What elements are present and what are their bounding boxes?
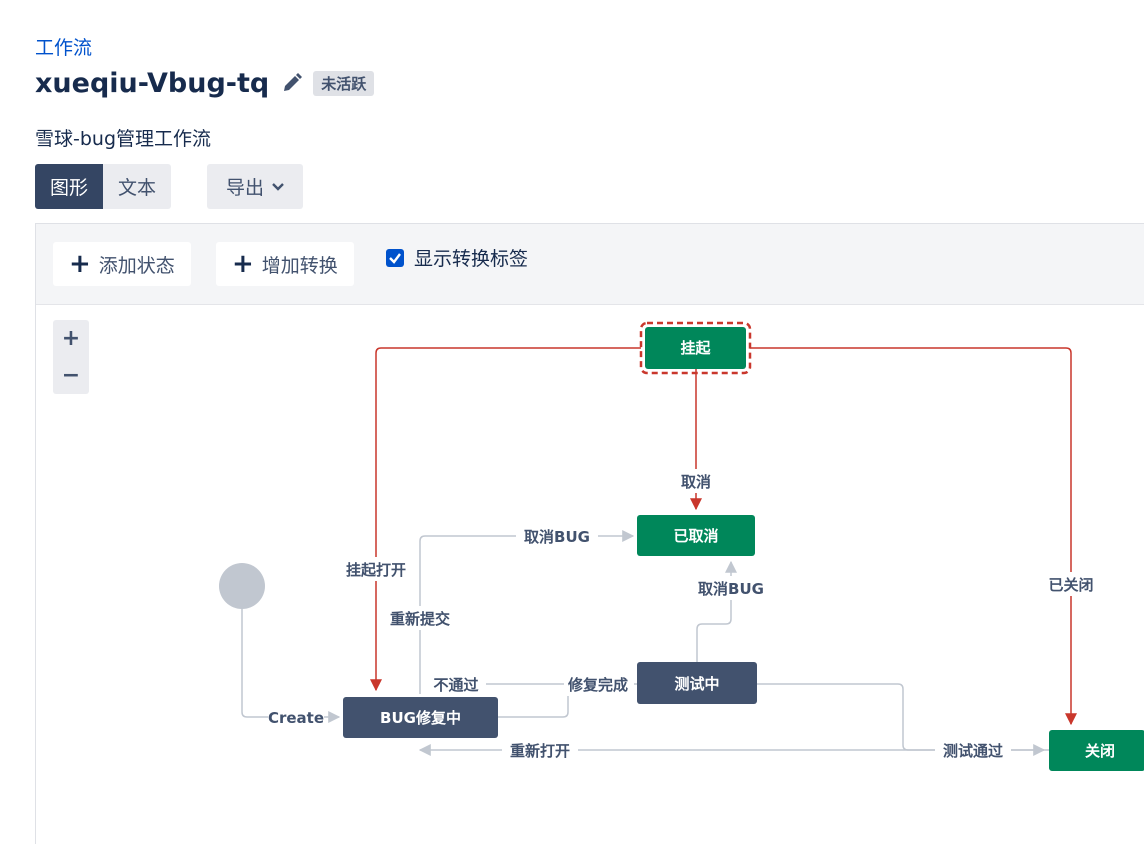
label-create[interactable]: Create	[268, 709, 324, 727]
pencil-icon[interactable]	[281, 72, 303, 94]
plus-icon: +	[69, 249, 91, 279]
node-cancelled-label: 已取消	[673, 527, 718, 545]
add-transition-button[interactable]: + 增加转换	[216, 242, 354, 286]
label-cancel-bug-2[interactable]: 取消BUG	[698, 580, 764, 598]
transition-testing-to-cancelled[interactable]	[696, 560, 737, 662]
label-test-passed[interactable]: 测试通过	[943, 742, 1003, 760]
add-status-button[interactable]: + 添加状态	[53, 242, 191, 286]
transition-resubmit-cancel[interactable]	[419, 530, 635, 694]
workflow-editor: + 添加状态 + 增加转换 显示转换标签 + −	[35, 223, 1144, 844]
label-cancel-bug-1[interactable]: 取消BUG	[524, 528, 590, 546]
start-node[interactable]	[219, 563, 265, 609]
node-testing-label: 测试中	[674, 675, 719, 693]
label-cancel[interactable]: 取消	[681, 473, 711, 491]
node-suspend-label: 挂起	[680, 339, 711, 357]
show-labels-toggle: 显示转换标签	[386, 244, 528, 271]
zoom-out-button[interactable]: −	[53, 357, 89, 394]
show-labels-checkbox[interactable]	[386, 248, 404, 267]
transition-suspend-to-closed[interactable]	[750, 347, 1077, 726]
title-row: xueqiu-Vbug-tq 未活跃	[35, 64, 375, 102]
node-closed[interactable]: 关闭	[1049, 730, 1144, 771]
status-badge: 未活跃	[313, 70, 375, 96]
node-closed-label: 关闭	[1085, 742, 1115, 760]
label-fix-done[interactable]: 修复完成	[567, 676, 628, 694]
label-resubmit[interactable]: 重新提交	[390, 610, 450, 628]
label-suspend-open[interactable]: 挂起打开	[346, 561, 406, 579]
transition-suspend-to-fixing[interactable]	[370, 347, 641, 692]
view-toggle: 图形 文本	[35, 164, 172, 209]
workflow-diagram: 挂起 已取消 测试中 BUG修复中 关闭 取消 取消BUG 取消BUG 挂起打开…	[219, 321, 1144, 771]
page-title: xueqiu-Vbug-tq	[35, 67, 270, 99]
show-labels-label: 显示转换标签	[414, 248, 529, 270]
add-status-label: 添加状态	[98, 254, 175, 277]
export-label: 导出	[225, 177, 264, 199]
workflow-description: 雪球-bug管理工作流	[35, 128, 212, 150]
node-testing[interactable]: 测试中	[637, 662, 757, 704]
add-transition-label: 增加转换	[261, 254, 338, 277]
label-reopen[interactable]: 重新打开	[510, 742, 570, 760]
zoom-in-button[interactable]: +	[53, 320, 89, 357]
zoom-controls: + −	[53, 320, 89, 394]
node-suspend-selection	[639, 321, 752, 375]
node-fixing-label: BUG修复中	[380, 709, 461, 727]
tab-graph[interactable]: 图形	[35, 164, 104, 209]
label-not-passed[interactable]: 不通过	[433, 676, 478, 694]
chevron-down-icon	[272, 180, 284, 194]
breadcrumb-workflow[interactable]: 工作流	[35, 37, 93, 59]
editor-toolbar: + 添加状态 + 增加转换 显示转换标签	[36, 224, 1144, 305]
node-suspend[interactable]: 挂起	[645, 327, 746, 369]
tab-text[interactable]: 文本	[103, 164, 172, 209]
label-closed[interactable]: 已关闭	[1048, 576, 1093, 594]
transition-create[interactable]	[241, 608, 341, 723]
export-button[interactable]: 导出	[207, 164, 303, 209]
node-fixing[interactable]: BUG修复中	[343, 697, 498, 738]
node-cancelled[interactable]: 已取消	[637, 515, 755, 556]
plus-icon: +	[232, 249, 254, 279]
